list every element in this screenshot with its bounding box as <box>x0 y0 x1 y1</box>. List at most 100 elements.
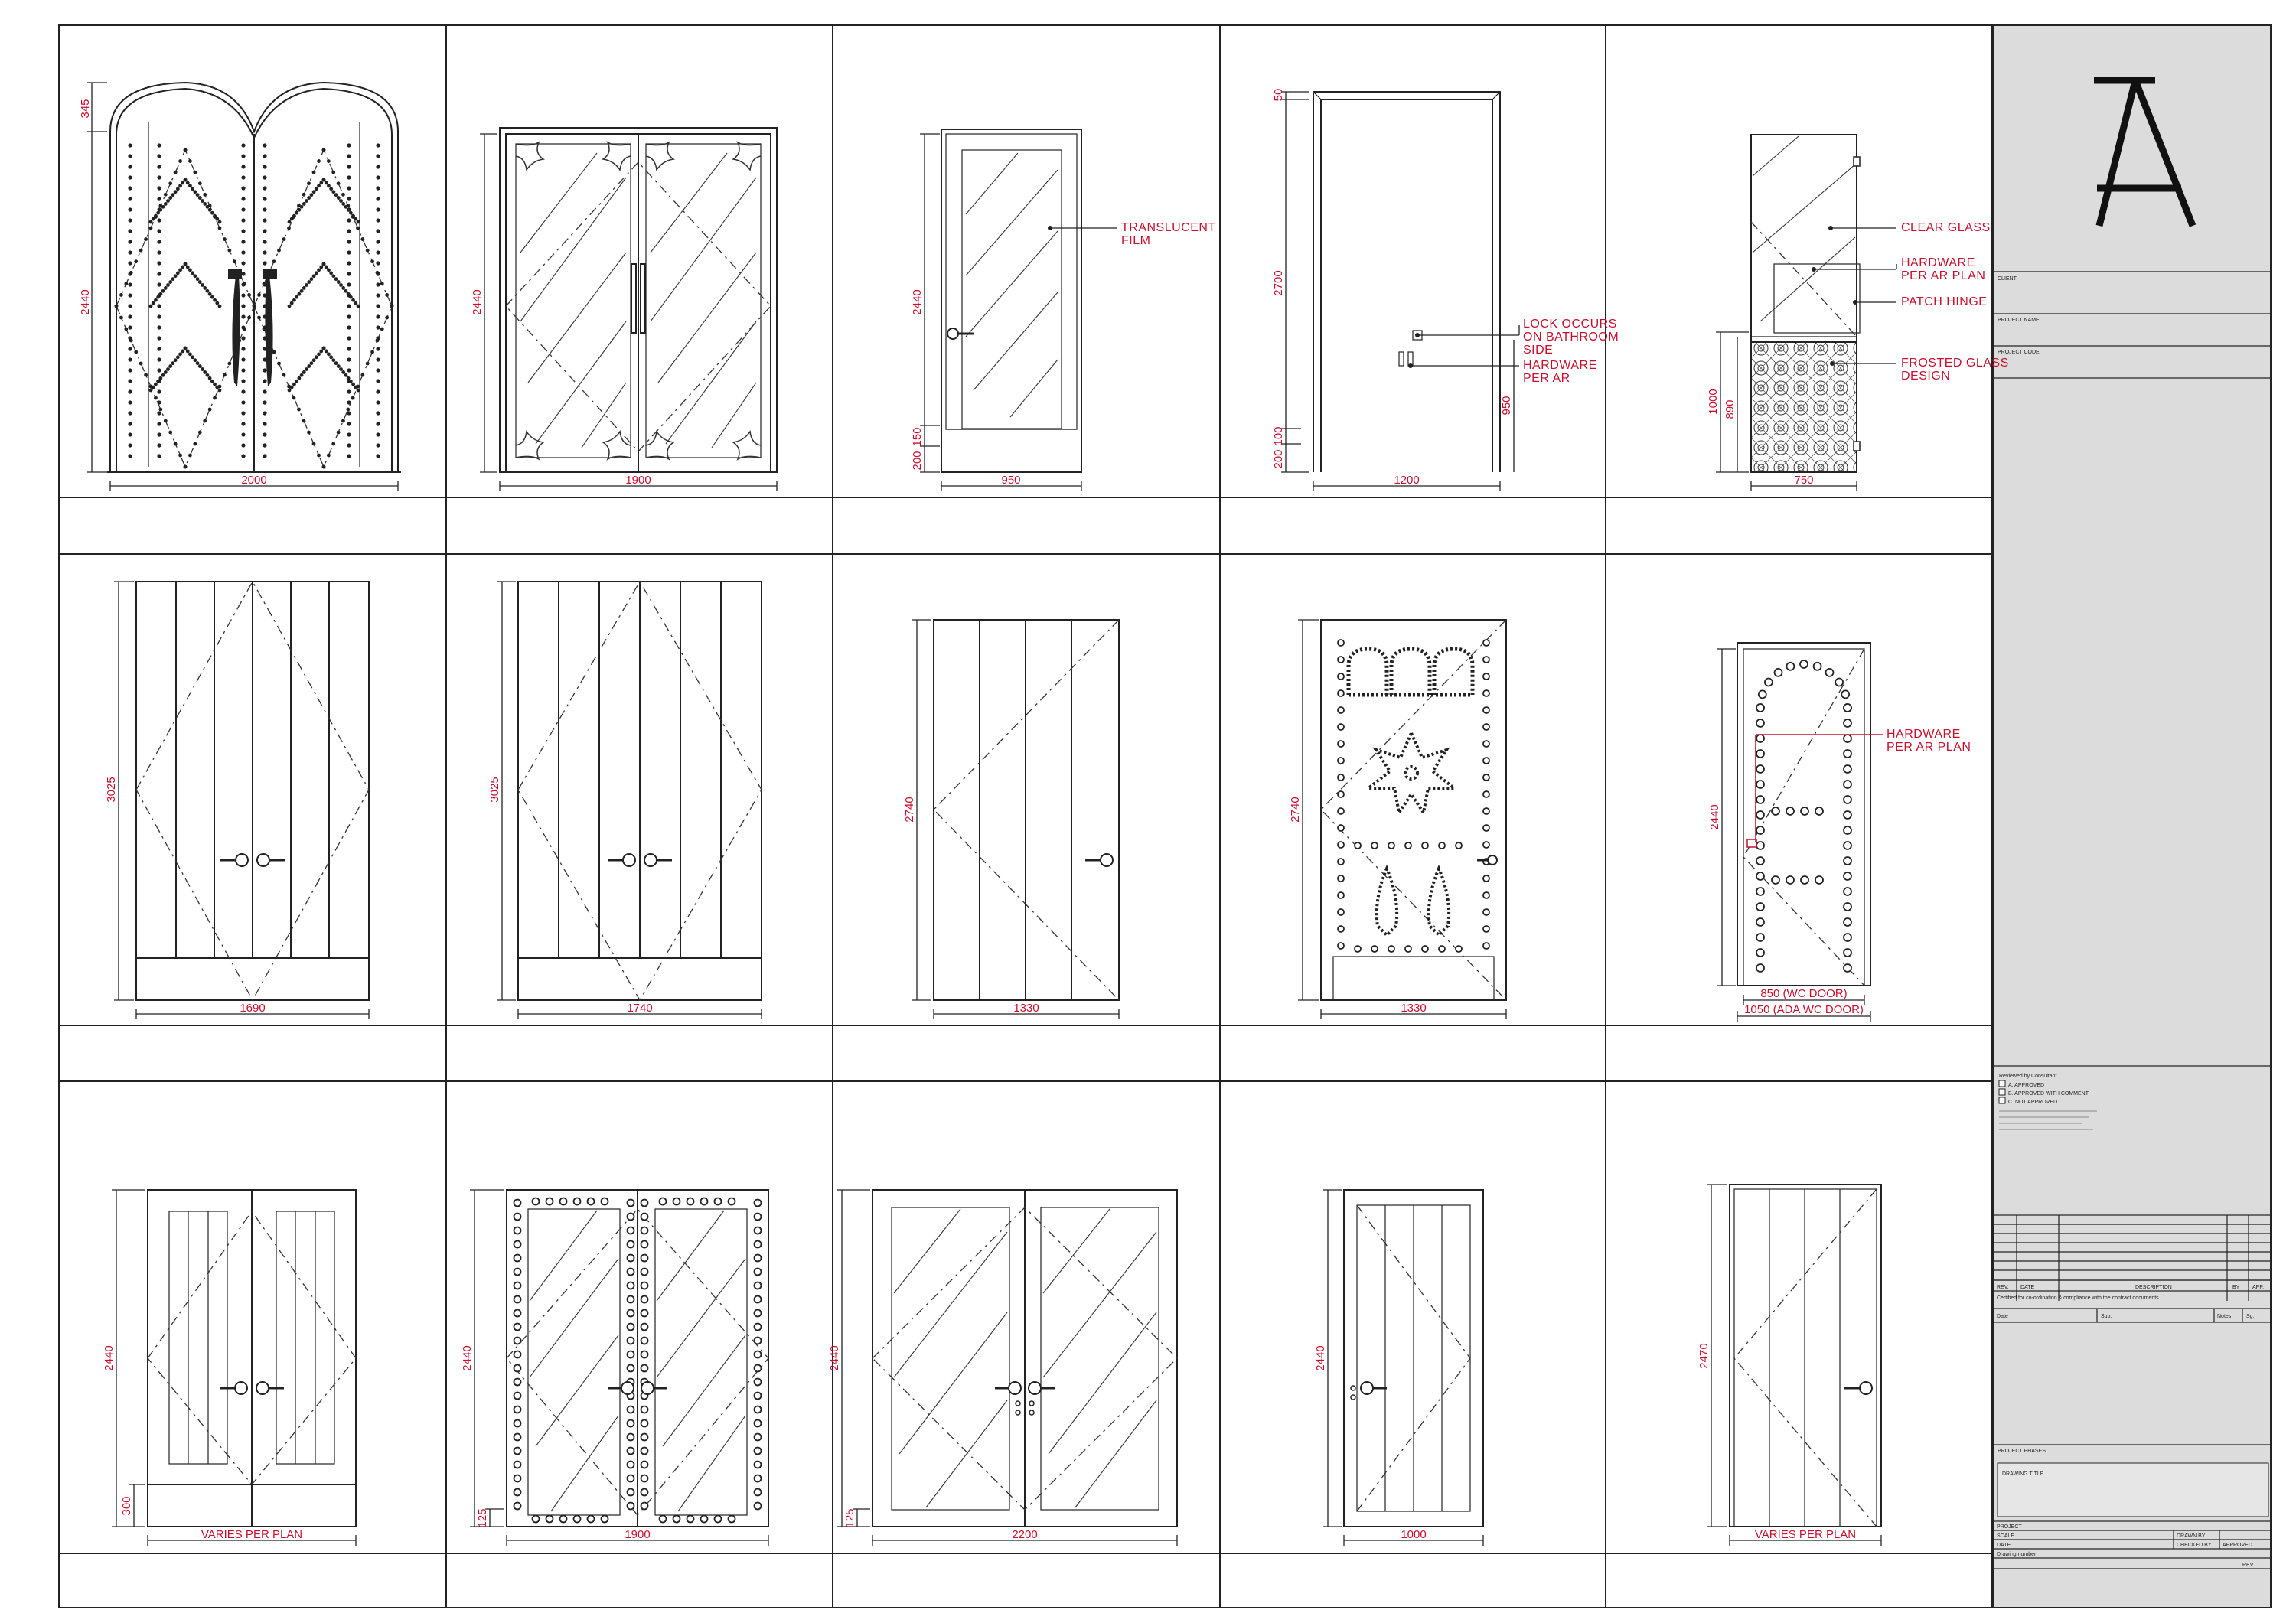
dim-height: 2440 <box>79 289 92 314</box>
stud <box>148 220 153 224</box>
stud <box>210 295 214 299</box>
stud <box>347 272 351 276</box>
dim-gap: 100 <box>1272 426 1285 445</box>
stud <box>175 355 180 360</box>
stud <box>128 229 132 233</box>
stud <box>1756 719 1765 728</box>
dimensions-r1c1: 2440 345 2000 <box>79 82 399 491</box>
stud <box>640 1253 649 1263</box>
stud <box>1756 856 1765 865</box>
dim-lock-height: 950 <box>1500 396 1513 415</box>
stud <box>128 261 132 266</box>
stud <box>753 1432 762 1442</box>
stud <box>1482 639 1490 647</box>
stud <box>188 159 192 163</box>
stud <box>314 271 318 275</box>
stud <box>188 453 192 458</box>
stud <box>329 271 334 275</box>
dim-panel: 150 <box>911 427 924 446</box>
stud <box>282 237 286 241</box>
dim-width: 1330 <box>1401 1002 1426 1015</box>
svg-text:ON BATHROOM: ON BATHROOM <box>1523 331 1619 344</box>
dimensions-r2c3: 2740 1330 <box>903 619 1120 1019</box>
stud <box>263 389 267 394</box>
stud <box>119 293 123 297</box>
stud <box>217 226 222 230</box>
stud <box>376 282 380 287</box>
stud <box>1756 841 1765 850</box>
stud <box>1800 875 1809 885</box>
stud <box>151 301 155 305</box>
dimensions-r2c2: 3025 1740 <box>488 581 762 1019</box>
stud <box>207 407 212 412</box>
stud <box>185 349 190 354</box>
stud <box>347 282 351 287</box>
stud <box>157 240 161 244</box>
stud <box>513 1501 522 1511</box>
stud <box>347 261 351 266</box>
stud <box>376 186 380 191</box>
stud <box>376 422 380 426</box>
stud <box>156 379 161 383</box>
leaf-motifs <box>1375 864 1451 937</box>
dim-width: 1900 <box>625 474 651 487</box>
stud <box>217 304 222 308</box>
stud <box>1482 824 1490 832</box>
stud <box>1843 749 1852 758</box>
stud <box>215 301 220 305</box>
dimensions-r2c1: 3025 1690 <box>105 581 370 1019</box>
notes-r1c5: CLEAR GLASS HARDWARE PER AR PLAN PATCH H… <box>1814 221 2008 383</box>
stud <box>1756 872 1765 881</box>
stud <box>531 1197 540 1206</box>
note-hardware-2: PER AR PLAN <box>1901 269 1985 282</box>
stud <box>376 314 380 319</box>
stud <box>559 1514 568 1524</box>
stud <box>347 143 351 148</box>
stud <box>157 454 161 458</box>
stud <box>157 229 161 233</box>
stud <box>344 288 348 293</box>
door-lever-handle <box>608 1381 667 1395</box>
stud <box>1482 891 1490 899</box>
stud <box>317 159 321 163</box>
stud <box>1404 945 1412 953</box>
stud <box>326 453 331 458</box>
stud <box>1812 661 1822 671</box>
dim-height: 2470 <box>1698 1343 1711 1368</box>
stud <box>626 1226 635 1235</box>
stud <box>347 389 351 394</box>
stud <box>241 336 246 341</box>
stud <box>128 154 132 158</box>
stud <box>241 314 246 319</box>
stud <box>309 361 314 366</box>
reviewed-by-label: Reviewed by Consultant <box>1999 1074 2057 1079</box>
stud <box>1843 917 1852 927</box>
stud <box>640 1267 649 1276</box>
stud <box>376 175 380 180</box>
stud <box>626 1460 635 1469</box>
stud <box>753 1198 762 1207</box>
door-studs <box>513 1197 762 1524</box>
title-block: CLIENT PROJECT NAME PROJECT CODE Reviewe… <box>1993 24 2272 1608</box>
stud <box>1756 963 1765 973</box>
stud <box>157 314 161 319</box>
dim-width: 1740 <box>627 1002 652 1015</box>
stud <box>376 165 380 169</box>
stud <box>181 349 185 354</box>
stud <box>640 1488 649 1497</box>
door-ornamental-studded <box>1320 619 1507 1001</box>
stud <box>327 268 331 272</box>
stud <box>128 432 132 437</box>
project-code-label: PROJECT CODE <box>1998 350 2040 355</box>
stud <box>600 1197 609 1206</box>
stud <box>380 282 384 286</box>
stud <box>376 197 380 201</box>
stud <box>195 277 200 282</box>
stud <box>1756 764 1765 774</box>
stud <box>302 192 306 197</box>
dim-height: 2440 <box>103 1345 116 1370</box>
stud <box>1815 875 1824 885</box>
stud <box>128 197 132 201</box>
dimensions-r3c2: 2440 125 1900 <box>461 1189 769 1546</box>
